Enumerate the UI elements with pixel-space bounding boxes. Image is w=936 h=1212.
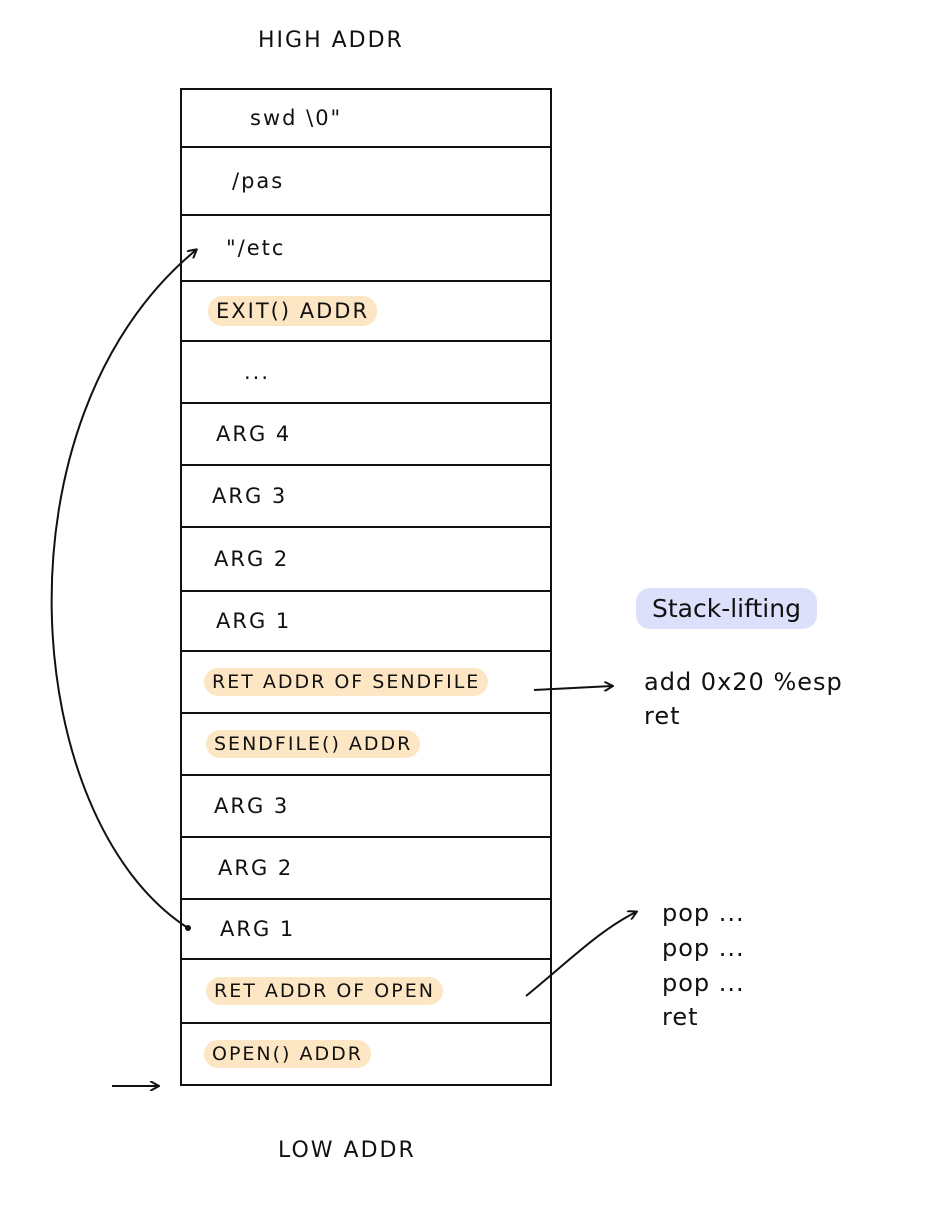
slot-text: swd \0" (250, 106, 343, 130)
pop-gadget: pop ... pop ... pop ... ret (662, 896, 745, 1035)
stack-lifting-gadget: add 0x20 %esp ret (644, 666, 843, 733)
stack-lifting-label: Stack-lifting (636, 588, 817, 629)
slot-text: OPEN() ADDR (204, 1040, 371, 1068)
gadget-line: pop ... (662, 968, 745, 997)
slot-text: ARG 3 (212, 484, 288, 508)
gadget-line: ret (662, 1003, 699, 1032)
slot-text: EXIT() ADDR (208, 296, 378, 326)
gadget-line: pop ... (662, 899, 745, 927)
stack-slot: EXIT() ADDR (180, 280, 552, 340)
slot-text: ARG 4 (216, 422, 292, 446)
slot-text: "/etc (226, 236, 286, 260)
slot-text: ARG 2 (214, 547, 290, 571)
stack-slot: SENDFILE() ADDR (180, 712, 552, 774)
slot-text: ARG 1 (220, 917, 296, 941)
slot-text: SENDFILE() ADDR (206, 730, 421, 758)
stack-slot: "/etc (180, 214, 552, 280)
stack-slot: ARG 4 (180, 402, 552, 464)
high-addr-label: HIGH ADDR (258, 28, 404, 53)
stack-slot: ARG 1 (180, 590, 552, 650)
gadget-line: pop ... (662, 933, 745, 962)
slot-text: ... (244, 360, 271, 384)
stack-slot: ARG 1 (180, 898, 552, 958)
stack-slot: OPEN() ADDR (180, 1022, 552, 1086)
slot-text: ARG 3 (214, 794, 290, 818)
gadget-line: add 0x20 %esp (644, 668, 843, 696)
low-addr-label: LOW ADDR (278, 1138, 416, 1163)
stack-slot: /pas (180, 146, 552, 214)
stack-slot: RET ADDR OF SENDFILE (180, 650, 552, 712)
stack-slot: RET ADDR OF OPEN (180, 958, 552, 1022)
slot-text: ARG 1 (216, 609, 292, 633)
slot-text: ARG 2 (218, 856, 294, 880)
slot-text: RET ADDR OF SENDFILE (204, 668, 489, 696)
stack-slot: ARG 2 (180, 526, 552, 590)
slot-text: /pas (232, 169, 285, 193)
stack-slot: ARG 2 (180, 836, 552, 898)
gadget-line: ret (644, 701, 681, 730)
stack-slot: swd \0" (180, 88, 552, 146)
slot-text: RET ADDR OF OPEN (206, 977, 443, 1005)
stack-slot: ARG 3 (180, 774, 552, 836)
pointer-arrow-arg1-to-etc (50, 250, 196, 929)
stack-slot: ... (180, 340, 552, 402)
stack-slot: ARG 3 (180, 464, 552, 526)
